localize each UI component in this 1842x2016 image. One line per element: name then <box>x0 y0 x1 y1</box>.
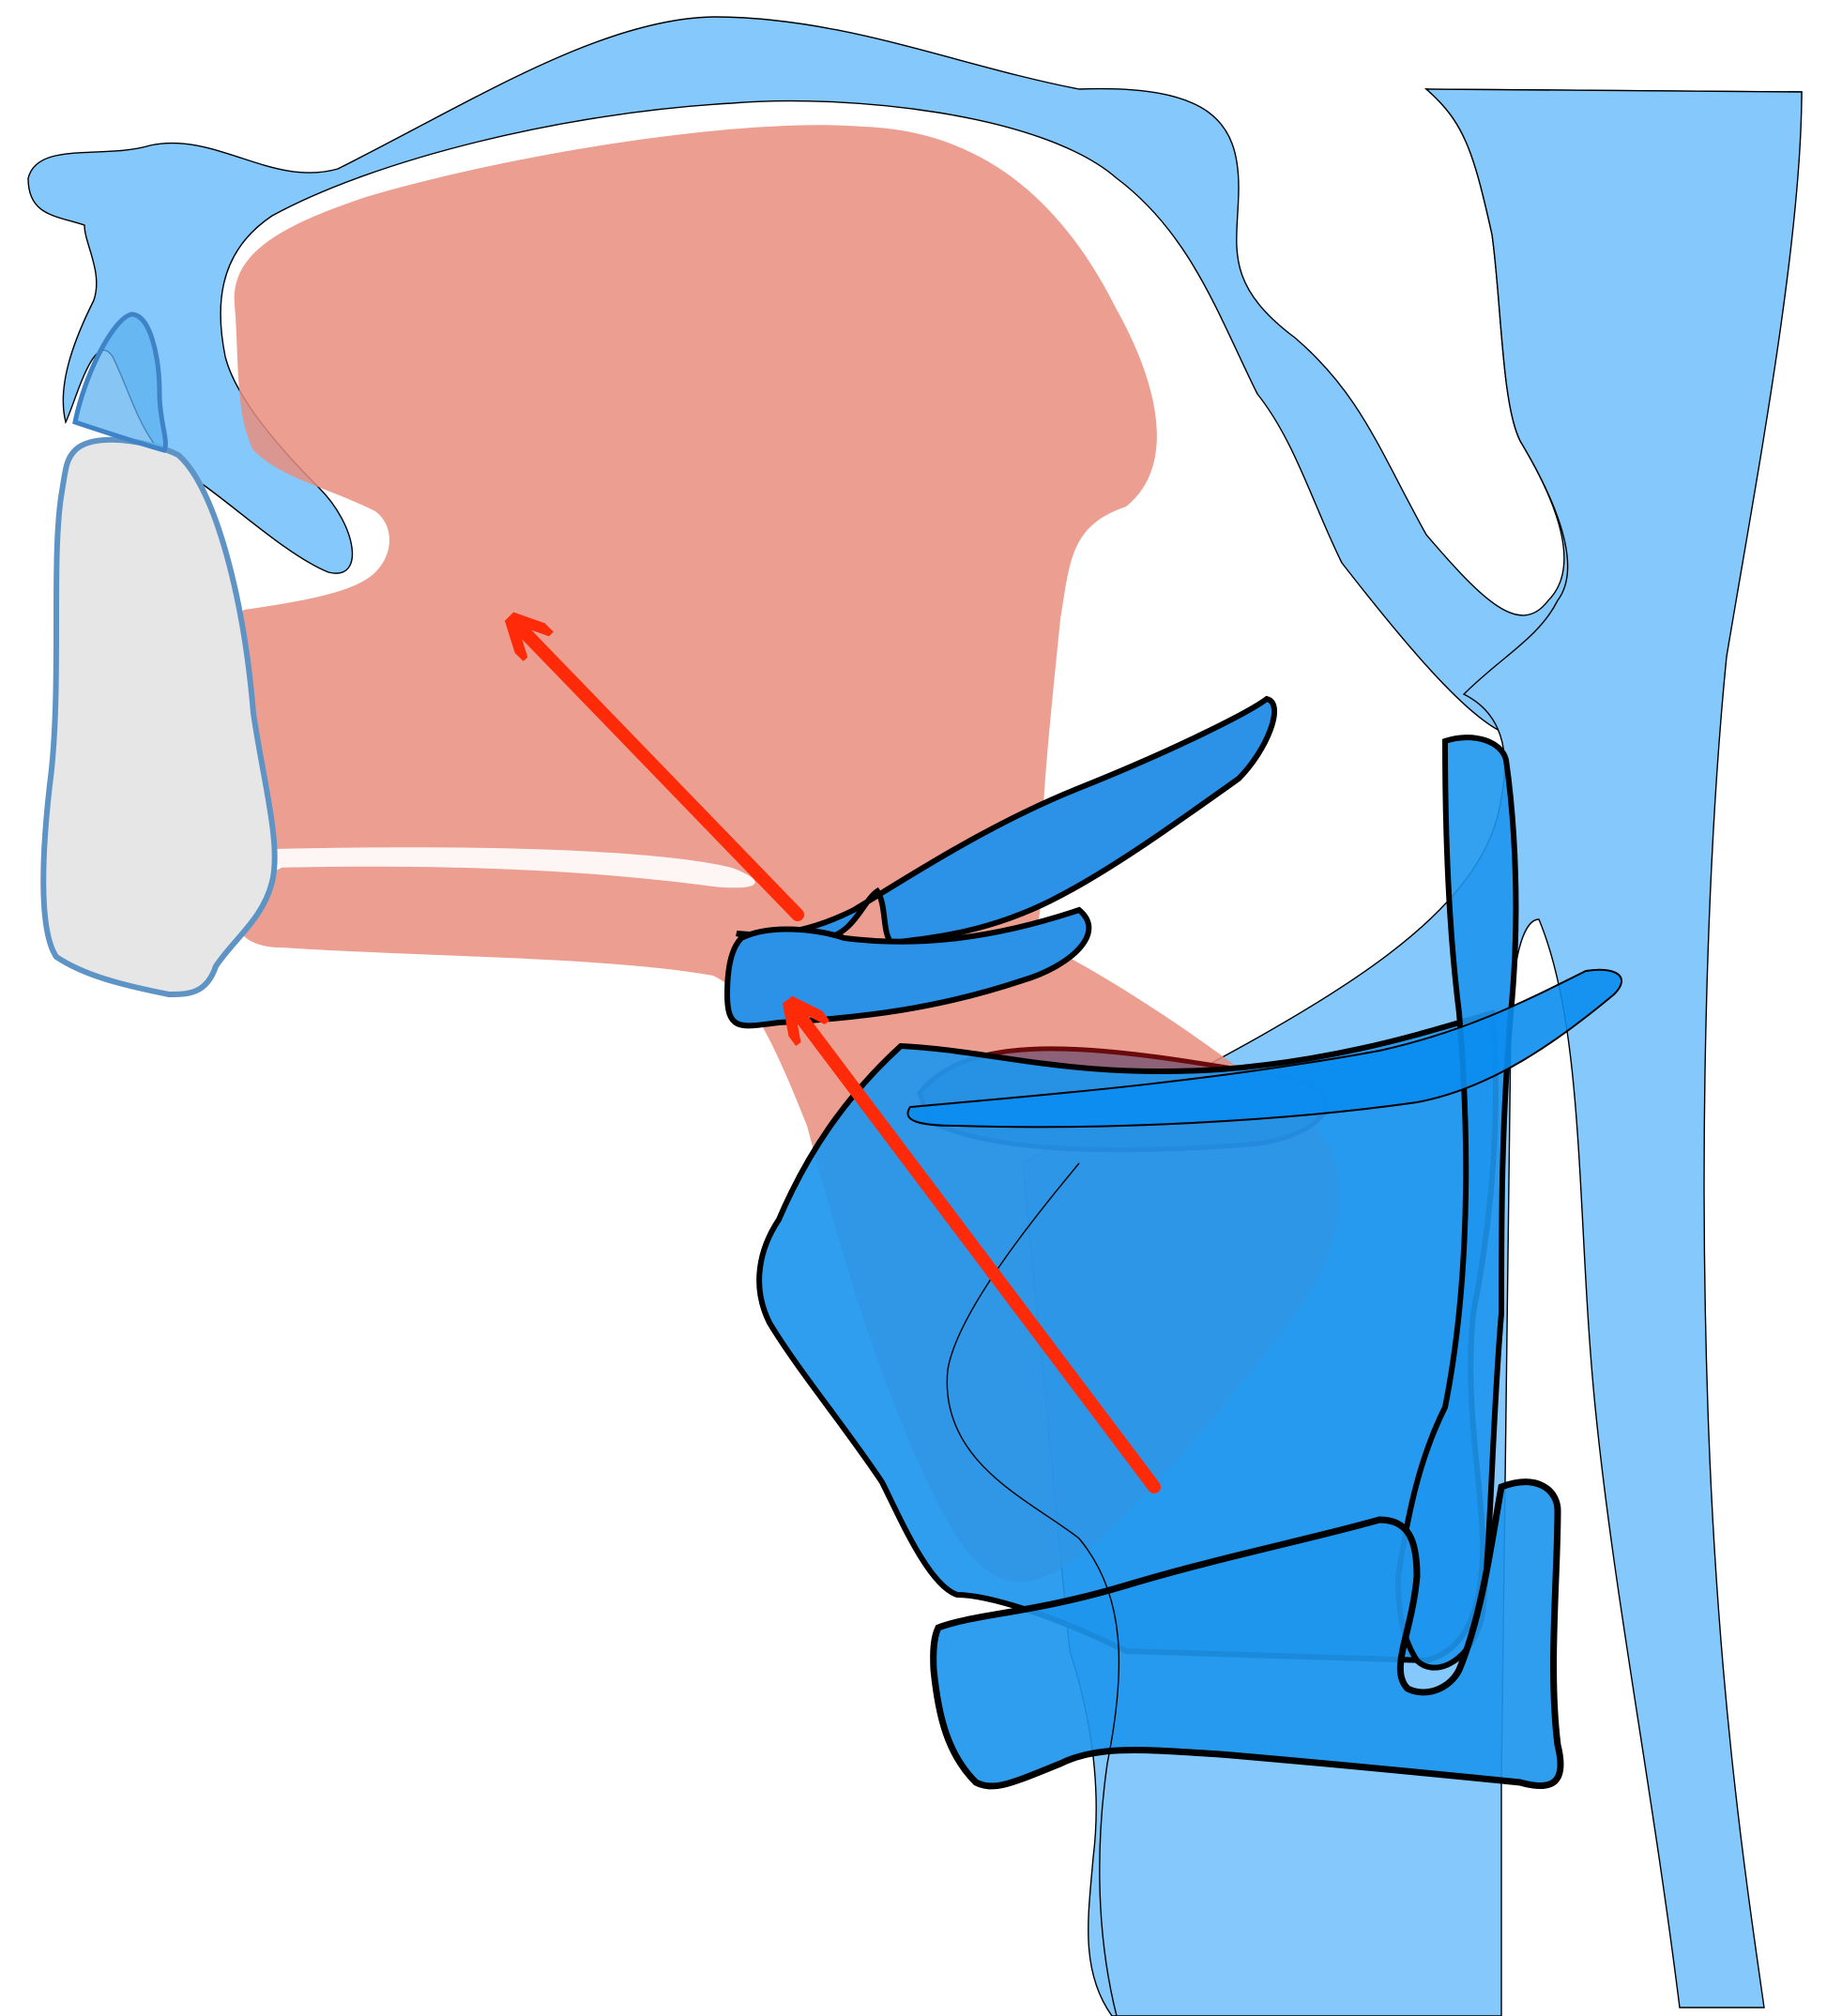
jaw <box>43 440 274 994</box>
